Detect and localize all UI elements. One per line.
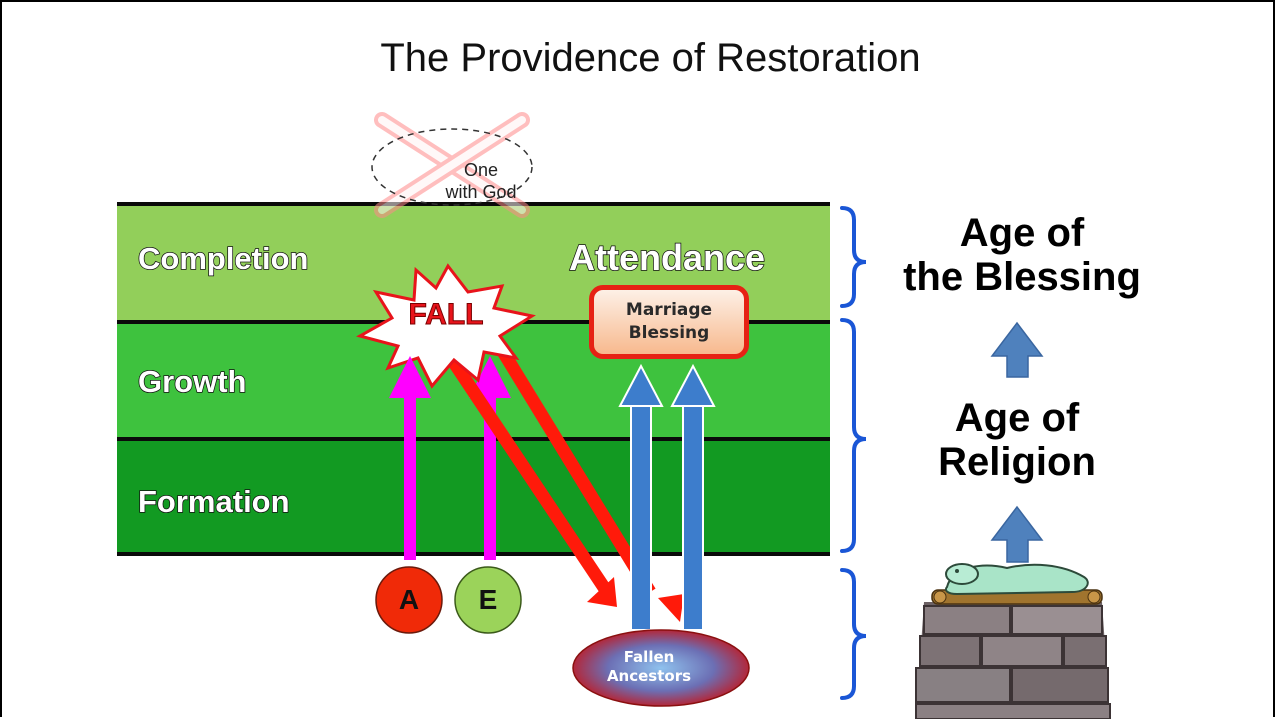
age-of-religion-line2: Religion <box>938 440 1096 484</box>
one-with-god-ellipse <box>371 128 533 206</box>
age-of-religion-line1: Age of <box>954 396 1080 440</box>
fall-arrow-short <box>496 346 684 622</box>
formation-band <box>117 439 830 554</box>
stage-label-growth: Growth <box>137 363 247 400</box>
restoration-arrow-right <box>670 363 716 631</box>
fall-burst-icon <box>356 263 536 389</box>
eve-label: E <box>478 584 498 615</box>
adam-growth-arrow <box>389 356 431 560</box>
bracket-icon <box>840 206 867 700</box>
up-arrow-icon <box>990 321 1044 563</box>
band-divider-bottom <box>117 552 830 556</box>
slide-title: The Providence of Restoration <box>380 36 921 80</box>
fallen-ancestors-label: Fallen Ancestors <box>594 648 704 686</box>
fallen-ancestors-ellipse <box>572 629 750 707</box>
altar-offering-icon <box>915 563 1111 719</box>
one-with-god-line2: with God <box>445 182 517 202</box>
stage-label-formation: Formation <box>137 483 290 520</box>
band-divider-growth-formation <box>117 437 830 441</box>
eve-circle <box>454 566 522 634</box>
one-with-god-line1: One <box>463 160 499 180</box>
age-of-religion-label: Age of Religion <box>892 396 1142 484</box>
adam-circle <box>375 566 443 634</box>
stage-label-completion: Completion <box>137 240 309 277</box>
marriage-blessing-line1: Marriage <box>625 300 713 320</box>
age-of-blessing-line2: the Blessing <box>903 255 1141 299</box>
one-with-god-label: One with God <box>426 159 536 203</box>
marriage-blessing-box: Marriage Blessing <box>589 285 749 359</box>
adam-label: A <box>398 584 420 615</box>
eve-growth-arrow <box>469 356 511 560</box>
fallen-ancestors-line1: Fallen <box>623 648 675 666</box>
restoration-arrow-left <box>618 363 664 631</box>
fall-label: FALL <box>408 298 484 332</box>
fallen-ancestors-line2: Ancestors <box>606 667 692 685</box>
band-divider-top <box>117 202 830 206</box>
age-of-blessing-label: Age of the Blessing <box>872 211 1172 299</box>
age-of-blessing-line1: Age of <box>959 211 1085 255</box>
attendance-label: Attendance <box>568 236 766 279</box>
marriage-blessing-line2: Blessing <box>628 323 710 343</box>
cross-out-icon <box>374 112 530 218</box>
fall-arrow-long <box>441 348 617 607</box>
